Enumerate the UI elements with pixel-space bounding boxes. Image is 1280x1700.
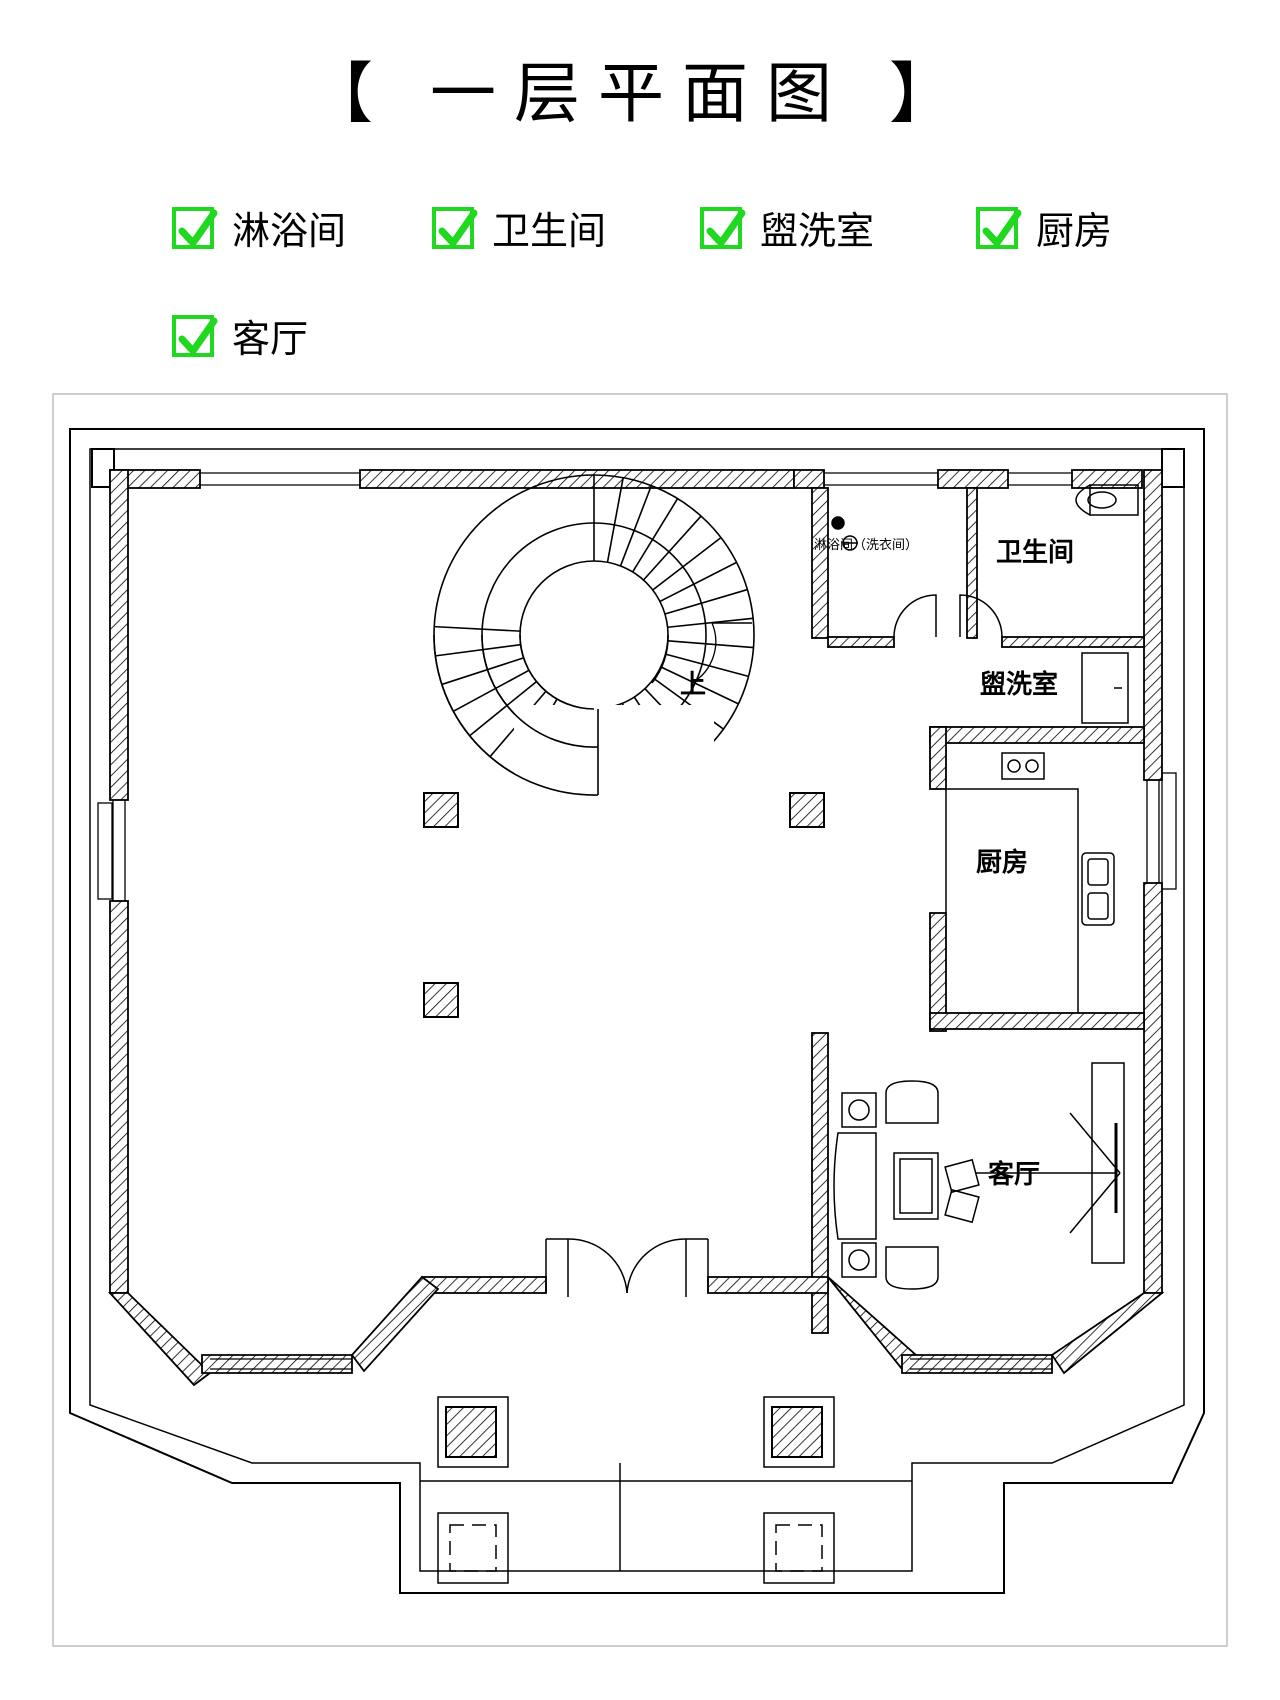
bath-fixtures [831,484,1139,724]
legend-item-toilet: 卫生间 [432,200,606,255]
legend-label: 厨房 [1036,209,1113,253]
columns [423,792,825,1458]
stair-tread [453,669,530,713]
checkbox-icon [172,206,218,249]
living-label: 客厅 [988,1159,1040,1190]
stair-tread [469,680,537,737]
legend-item-kitchen: 厨房 [976,200,1112,255]
stair-tread [631,498,679,573]
legend-label: 卫生间 [492,209,607,253]
stair-tread [667,617,754,629]
legend-item-shower: 淋浴间 [172,200,346,255]
walls [107,469,1165,1387]
stair-tread [441,657,524,686]
stair-tread [665,653,749,678]
checkbox-icon [432,206,478,249]
kitchen-label: 厨房 [976,848,1028,878]
toilet-label: 卫生间 [996,538,1074,568]
stair-tread [664,588,748,615]
entrance-door [545,1238,709,1297]
checkbox-icon [172,314,218,357]
floor-plan: 上 淋浴间（洗衣间） 卫生间 盥洗室 厨房 [69,428,1205,1594]
stair-tread [652,536,722,591]
checkbox-icon [700,206,746,249]
washroom-label: 盥洗室 [980,669,1058,700]
legend-item-living: 客厅 [172,308,308,363]
living-furniture [833,1062,1125,1290]
stair-up-label: 上 [680,670,706,700]
stair-tread [659,561,737,603]
stair-tread [606,477,624,563]
outer-outline [69,428,1205,1594]
stair-tread [667,640,754,649]
stair-tread [435,643,521,657]
kitchen-fixtures [945,752,1115,1013]
shower-label: 淋浴间（洗衣间） [814,537,918,553]
page-title: 【 一层平面图 】 [307,55,973,132]
checkbox-icon [976,206,1022,249]
stair-tread [619,485,653,567]
plan-frame [52,393,1228,1647]
stair-tread [660,666,739,705]
stair-tread [434,625,521,632]
legend-item-washroom: 盥洗室 [700,200,874,255]
legend-label: 盥洗室 [760,209,875,253]
stair-tread [642,515,702,581]
legend-label: 客厅 [232,317,309,361]
legend-label: 淋浴间 [232,209,347,253]
